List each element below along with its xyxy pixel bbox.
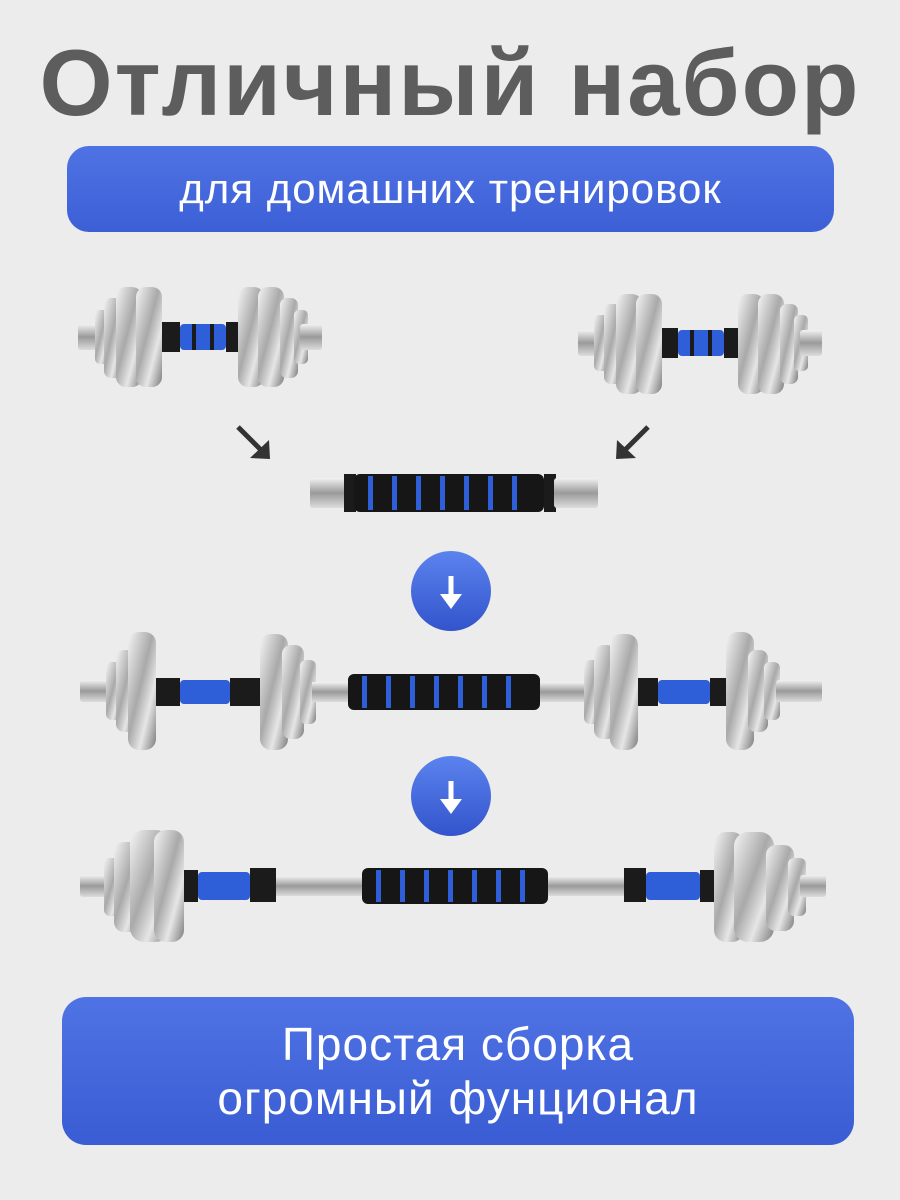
subtitle-text: для домашних тренировок [179, 165, 722, 212]
footer-line-1: Простая сборка [281, 1018, 635, 1070]
connector-bar [310, 474, 598, 512]
page-title: Отличный набор [39, 30, 861, 135]
subtitle-pill: для домашних тренировок [67, 146, 834, 232]
arrow-diagonal-right-icon [616, 425, 650, 459]
assembled-double-dumbbell [80, 632, 822, 750]
footer-banner: Простая сборка огромный фунционал [62, 997, 854, 1145]
footer-line-2: огромный фунционал [217, 1072, 699, 1124]
assembled-barbell [80, 830, 826, 942]
arrow-down-circle-icon [411, 551, 491, 631]
arrow-down-circle-icon [411, 756, 491, 836]
dumbbell-left [78, 287, 322, 387]
dumbbell-right [578, 294, 822, 394]
arrow-diagonal-left-icon [236, 425, 270, 459]
